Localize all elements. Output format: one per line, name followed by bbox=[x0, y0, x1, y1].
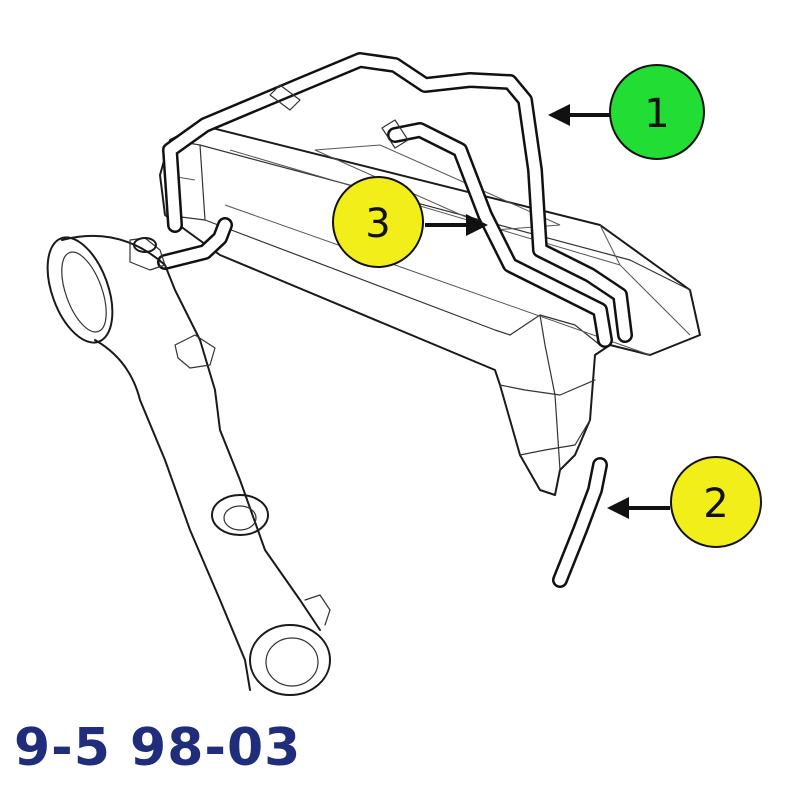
hose-2 bbox=[552, 457, 608, 588]
callout-1: 1 bbox=[609, 64, 705, 160]
callout-3: 3 bbox=[332, 176, 424, 268]
arrow-1 bbox=[548, 104, 612, 126]
connector-hose bbox=[157, 217, 233, 270]
callout-3-label: 3 bbox=[365, 201, 390, 247]
callout-2-label: 2 bbox=[703, 481, 728, 527]
hose-3 bbox=[381, 119, 613, 348]
callout-1-label: 1 bbox=[644, 91, 669, 137]
callout-2: 2 bbox=[670, 456, 762, 548]
hose-1 bbox=[162, 52, 633, 343]
arrow-2 bbox=[607, 497, 670, 519]
filler-pipe bbox=[46, 234, 331, 696]
model-years-caption: 9-5 98-03 bbox=[14, 718, 302, 778]
arrow-3 bbox=[425, 214, 488, 236]
